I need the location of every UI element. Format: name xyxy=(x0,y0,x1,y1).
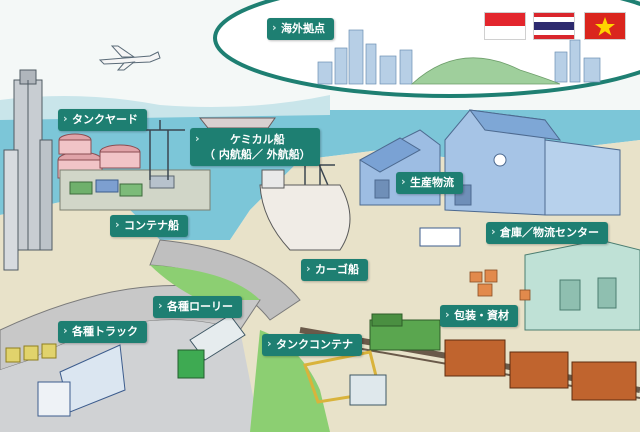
tag-tank-container[interactable]: タンクコンテナ xyxy=(262,334,362,356)
tag-production[interactable]: 生産物流 xyxy=(396,172,463,194)
foreground-trucks xyxy=(37,344,126,417)
tag-cargo-ship[interactable]: カーゴ船 xyxy=(301,259,368,281)
yellow-containers xyxy=(5,343,57,363)
production-truck xyxy=(419,227,461,247)
tag-trucks[interactable]: 各種トラック xyxy=(58,321,147,343)
indonesia-flag xyxy=(484,12,526,40)
tag-container-ship[interactable]: コンテナ船 xyxy=(110,215,188,237)
overseas-skyline xyxy=(317,29,601,85)
tag-chemical-ship-line2: （ 内航船／ 外航船） xyxy=(204,148,311,161)
locomotive xyxy=(369,313,441,351)
distribution-center xyxy=(524,239,640,331)
tanker-lorry xyxy=(177,314,246,379)
airplane xyxy=(98,45,161,71)
tank-container-truck xyxy=(349,374,387,406)
tag-lorry[interactable]: 各種ローリー xyxy=(153,296,242,318)
tag-warehouse[interactable]: 倉庫／物流センター xyxy=(486,222,608,244)
refinery xyxy=(3,69,53,271)
chemical-ship xyxy=(198,117,276,129)
tag-chemical-ship[interactable]: ケミカル船 （ 内航船／ 外航船） xyxy=(190,128,320,166)
tag-packaging[interactable]: 包装・資材 xyxy=(440,305,518,327)
cargo-ship-hull xyxy=(259,184,351,251)
overseas-hill xyxy=(410,57,561,85)
thailand-flag xyxy=(533,12,575,40)
tag-overseas[interactable]: 海外拠点 xyxy=(267,18,334,40)
tag-chemical-ship-line1: ケミカル船 xyxy=(230,133,285,146)
lawn-left xyxy=(150,265,260,300)
warehouse-building xyxy=(444,109,621,216)
vietnam-flag xyxy=(584,12,626,40)
packaging-boxes xyxy=(469,269,531,301)
tag-tank-yard[interactable]: タンクヤード xyxy=(58,109,147,131)
cargo-ship-bridge xyxy=(261,169,285,189)
freight-wagons xyxy=(444,339,637,401)
